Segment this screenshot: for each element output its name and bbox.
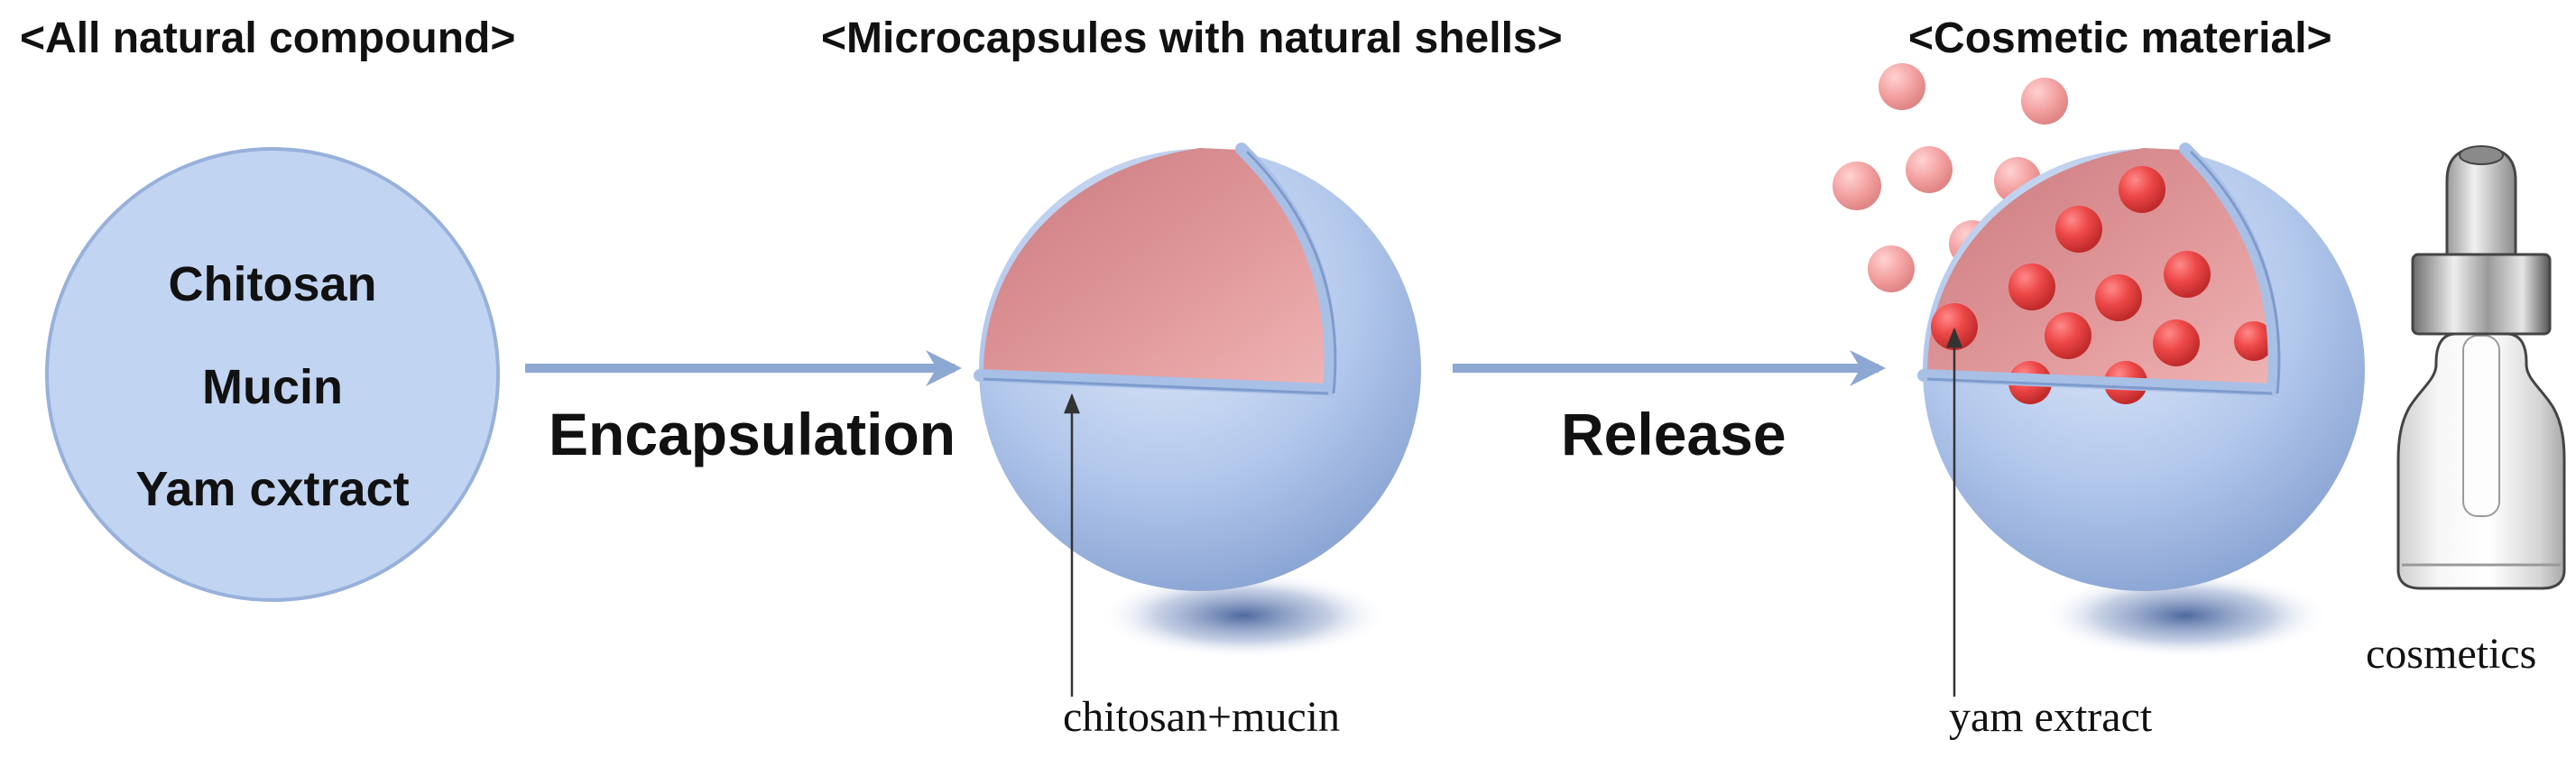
step-encapsulation: Encapsulation <box>549 401 956 467</box>
title-cosmetic-material: <Cosmetic material> <box>1908 14 2332 62</box>
label-chitosan-mucin: chitosan+mucin <box>1063 693 1340 741</box>
label-cosmetics: cosmetics <box>2366 630 2536 678</box>
compound-mucin: Mucin <box>202 360 343 414</box>
natural-compound-circle: Chitosan Mucin Yam cxtract <box>45 147 500 602</box>
compound-yam-extract: Yam cxtract <box>135 462 409 516</box>
cosmetic-sphere <box>1917 143 2365 659</box>
compound-chitosan: Chitosan <box>168 257 376 311</box>
title-natural-compound: <All natural compound> <box>20 14 515 62</box>
label-yam-extract: yam extract <box>1949 693 2153 741</box>
title-microcapsules: <Microcapsules with natural shells> <box>821 14 1563 62</box>
step-release: Release <box>1561 401 1787 467</box>
microcapsule-sphere <box>974 143 1421 659</box>
dropper-bottle-icon <box>2396 145 2566 590</box>
